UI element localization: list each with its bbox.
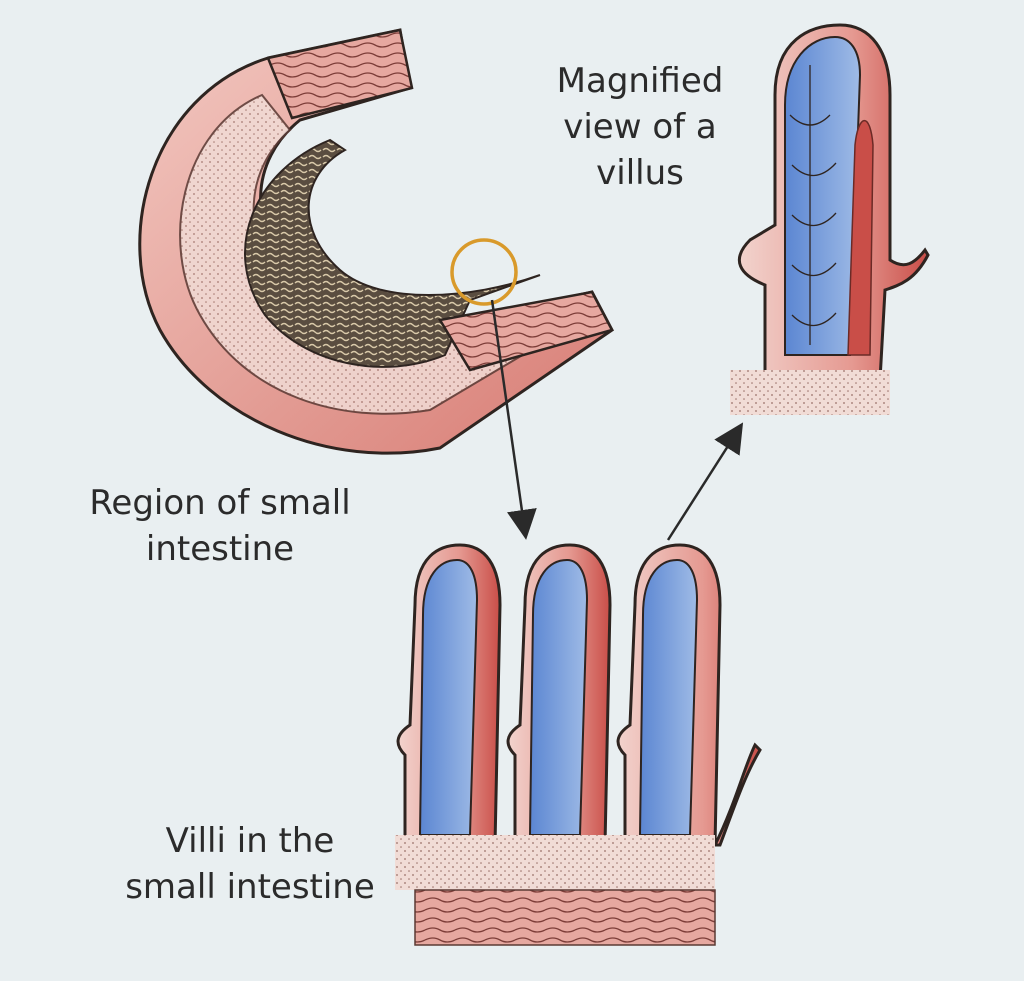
- villus-capillary-net: [789, 65, 837, 345]
- label-line: villus: [596, 153, 684, 193]
- villus-base-tissue: [730, 370, 890, 415]
- label-villi-small-intestine: Villi in the small intestine: [110, 818, 390, 910]
- villus-1: [396, 543, 502, 847]
- highlight-ring: [450, 238, 518, 306]
- label-line: Region of small: [89, 483, 351, 523]
- intestine-cut-face-bottom: [438, 290, 614, 372]
- arrow-to-magnified-villus: [666, 422, 744, 541]
- villus-blood-vessels: [784, 35, 862, 356]
- magnified-villus: [730, 23, 930, 415]
- intestine-cut-face-top: [266, 28, 414, 120]
- intestine-mucosa: [244, 138, 541, 368]
- villi-row: [395, 543, 762, 946]
- label-magnified-villus: Magnified view of a villus: [540, 58, 740, 196]
- label-line: small intestine: [125, 867, 375, 907]
- intestine-section: [138, 28, 614, 455]
- villus-2: [506, 543, 612, 847]
- label-line: view of a: [563, 107, 717, 147]
- arrow-to-villi: [490, 299, 537, 540]
- villus-lacteal: [847, 119, 874, 356]
- villi-muscle-layer: [414, 889, 716, 946]
- label-line: intestine: [145, 529, 295, 569]
- villus-3: [616, 543, 762, 847]
- label-line: Villi in the: [165, 821, 335, 861]
- label-region-small-intestine: Region of small intestine: [70, 480, 370, 572]
- label-line: Magnified: [556, 61, 724, 101]
- villi-base-tissue: [395, 835, 715, 890]
